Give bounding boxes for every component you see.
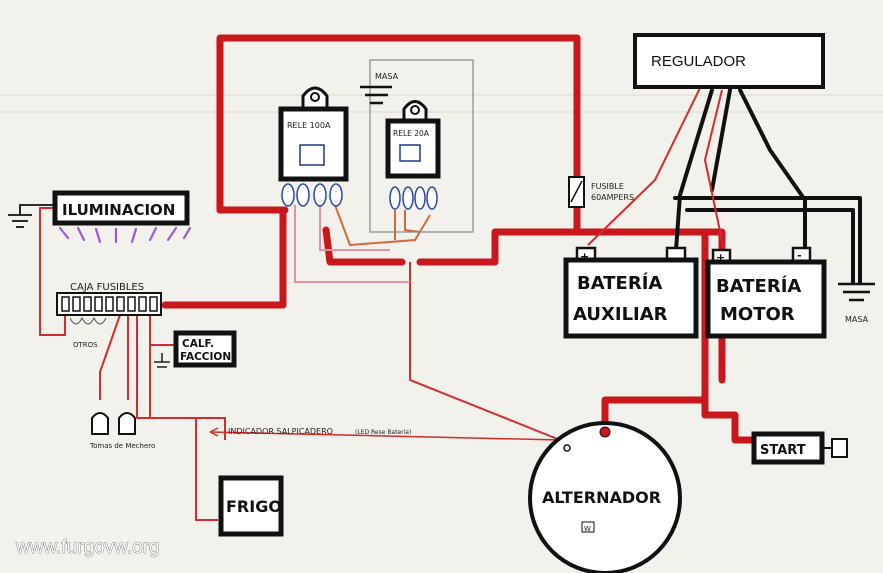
battery-motor-line2: MOTOR xyxy=(720,304,795,325)
otros-label: OTROS xyxy=(73,341,98,349)
alternador-label: ALTERNADOR xyxy=(542,488,661,507)
indicador-note: (LED Rese Batería) xyxy=(355,429,411,436)
calefaccion-line1: CALF. xyxy=(182,338,214,350)
alternador-mark: W xyxy=(584,525,591,533)
indicador-salpicadero: INDICADOR SALPICADERO (LED Rese Batería) xyxy=(209,427,561,441)
power-wires xyxy=(161,34,762,444)
regulador: REGULADOR xyxy=(633,33,825,89)
ground-symbol-top xyxy=(360,85,392,105)
battery-auxiliar: + BATERÍA AUXILIAR xyxy=(563,246,699,339)
battery-aux-line1: BATERÍA xyxy=(577,272,662,294)
motor-plus: + xyxy=(716,251,725,264)
alternador: ALTERNADOR W xyxy=(528,421,682,573)
calefaccion: CALF. FACCION xyxy=(154,330,237,368)
fuse-60a: FUSIBLE 60AMPERS xyxy=(568,176,634,208)
battery-motor: + - BATERÍA MOTOR xyxy=(705,246,827,339)
battery-motor-line1: BATERÍA xyxy=(716,275,801,297)
ground-symbol-right: MASA xyxy=(838,282,875,324)
light-rays xyxy=(58,226,192,244)
indicador-label: INDICADOR SALPICADERO xyxy=(228,427,333,436)
masa-frame: MASA xyxy=(360,59,474,233)
iluminacion: ILUMINACION xyxy=(8,190,192,244)
pink-wires xyxy=(294,205,410,283)
frigo-label: FRIGO xyxy=(226,497,282,516)
start-label: START xyxy=(760,443,806,458)
relay-100a-label: RELE 100A xyxy=(287,121,331,130)
masa-top-label: MASA xyxy=(375,72,399,81)
tomas-mechero-label: Tomas de Mechero xyxy=(89,442,155,450)
relay-100a-pins xyxy=(281,183,343,207)
iluminacion-label: ILUMINACION xyxy=(62,201,175,219)
watermark: www.furgovw.org xyxy=(15,537,160,558)
relay-100a: RELE 100A xyxy=(278,86,349,207)
black-wires xyxy=(673,88,862,285)
motor-minus: - xyxy=(797,249,802,262)
battery-aux-line2: AUXILIAR xyxy=(573,304,668,325)
calefaccion-line2: FACCION xyxy=(180,351,231,363)
frigo: FRIGO xyxy=(218,475,284,537)
orange-wires xyxy=(334,204,431,247)
relay-20a-label: RELE 20A xyxy=(393,129,430,138)
thin-red-wires xyxy=(39,87,725,521)
caja-fusibles-label: CAJA FUSIBLES xyxy=(70,282,144,293)
ground-symbol-left xyxy=(8,204,55,228)
fuse-label-2: 60AMPERS xyxy=(591,193,634,202)
paper-ruling xyxy=(0,94,883,113)
aux-plus: + xyxy=(580,250,589,263)
regulador-label: REGULADOR xyxy=(651,53,746,70)
relay-20a-pins xyxy=(389,186,438,210)
fuse-slots xyxy=(61,296,158,312)
tomas-mechero: Tomas de Mechero xyxy=(89,412,155,450)
masa-right-label: MASA xyxy=(845,315,869,324)
fuse-label-1: FUSIBLE xyxy=(591,182,624,191)
calefaccion-ground xyxy=(154,353,170,368)
relay-20a: RELE 20A xyxy=(385,100,441,210)
start-switch: START xyxy=(751,431,848,465)
caja-fusibles: CAJA FUSIBLES OTROS xyxy=(56,282,162,349)
